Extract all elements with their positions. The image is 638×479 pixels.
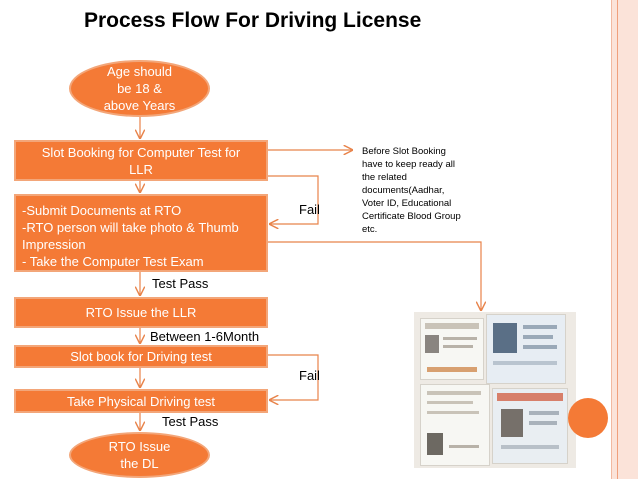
note-line-3: the related bbox=[362, 172, 407, 183]
submit-line-3: Impression bbox=[22, 237, 86, 252]
rto-issue-llr-text: RTO Issue the LLR bbox=[85, 305, 197, 320]
arrow-to-documents bbox=[267, 241, 481, 310]
slot-booking-box: Slot Booking for Computer Test for LLR bbox=[14, 140, 268, 181]
start-age-ellipse: Age should be 18 & above Years bbox=[69, 60, 210, 117]
start-line-1: Age should bbox=[106, 64, 173, 79]
voter-id-card-image bbox=[486, 314, 566, 384]
note-line-4: documents(Aadhar, bbox=[362, 185, 445, 196]
slot-booking-line-2: LLR bbox=[129, 161, 153, 177]
slot-driving-text: Slot book for Driving test bbox=[70, 349, 212, 364]
submit-line-1: -Submit Documents at RTO bbox=[22, 203, 182, 218]
decorative-side-rail bbox=[611, 0, 638, 479]
start-line-2: be 18 & bbox=[117, 81, 162, 96]
physical-driving-test-box: Take Physical Driving test bbox=[14, 389, 268, 413]
id-documents-image bbox=[414, 312, 576, 468]
fail-loop-1 bbox=[267, 175, 319, 224]
submit-line-4: - Take the Computer Test Exam bbox=[22, 254, 204, 269]
submit-line-2: -RTO person will take photo & Thumb bbox=[22, 220, 239, 235]
rto-issue-llr-box: RTO Issue the LLR bbox=[14, 297, 268, 328]
test-pass-label-1: Test Pass bbox=[152, 276, 209, 291]
fail-label-1: Fail bbox=[299, 202, 320, 217]
slot-driving-test-box: Slot book for Driving test bbox=[14, 345, 268, 368]
end-rto-issue-dl-ellipse: RTO Issue the DL bbox=[69, 432, 210, 478]
physical-test-text: Take Physical Driving test bbox=[66, 393, 216, 409]
note-line-5: Voter ID, Educational bbox=[362, 198, 452, 209]
end-line-2: the DL bbox=[120, 456, 159, 471]
note-line-2: have to keep ready all bbox=[362, 159, 455, 170]
decorative-orange-circle bbox=[568, 398, 608, 438]
page-title: Process Flow For Driving License bbox=[84, 9, 422, 32]
start-line-3: above Years bbox=[103, 98, 176, 113]
certificate-image bbox=[420, 384, 490, 466]
fail-label-2: Fail bbox=[299, 368, 320, 383]
decorative-rail-line bbox=[617, 0, 618, 479]
pan-card-image bbox=[492, 388, 568, 464]
fail-loop-2 bbox=[267, 354, 319, 400]
submit-documents-box: -Submit Documents at RTO -RTO person wil… bbox=[14, 194, 268, 272]
note-line-6: Certificate Blood Group bbox=[362, 211, 461, 222]
aadhar-card-image bbox=[420, 318, 484, 380]
end-line-1: RTO Issue bbox=[108, 439, 171, 454]
note-line-1: Before Slot Booking bbox=[362, 146, 446, 157]
between-months-label: Between 1-6Month bbox=[150, 329, 260, 344]
documents-note: Before Slot Booking have to keep ready a… bbox=[362, 145, 492, 236]
test-pass-label-2: Test Pass bbox=[162, 414, 219, 429]
note-line-7: etc. bbox=[362, 224, 378, 235]
slot-booking-line-1: Slot Booking for Computer Test for bbox=[41, 144, 241, 160]
